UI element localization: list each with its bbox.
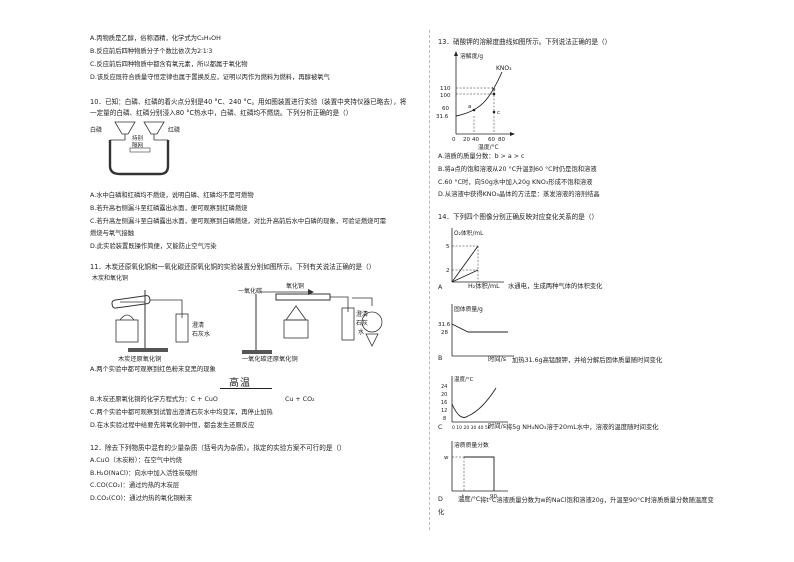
q14b-ytick-316: 31.6 bbox=[438, 322, 451, 328]
q13-option-c: C.60 °C时，向50g水中加入20g KNO₃形成不饱和溶液 bbox=[438, 179, 593, 186]
q13-ytick-316: 31.6 bbox=[436, 114, 449, 120]
q14b-graph: 固体质量/g 31.6 28 bbox=[438, 304, 514, 357]
q14d-graph: 溶质质量分数 w t 90 bbox=[444, 441, 508, 500]
q14c-letter: C bbox=[438, 424, 443, 431]
q13-xtick-80: 80 bbox=[498, 137, 505, 143]
q11-label-lime1b: 石灰水 bbox=[192, 330, 210, 338]
q14a-ylabel: O₂体积/mL bbox=[454, 229, 484, 237]
q9-option-c: C.反应前后四种物质中都含有氧元素，所以都属于氧化物 bbox=[90, 61, 248, 68]
q14c-xlabel: 时间/s bbox=[488, 423, 506, 430]
q9-option-b: B.反应前后四种物质分子个数比依次为2∶1∶3 bbox=[90, 48, 213, 55]
q11-label-cuo: 氧化铜 bbox=[286, 282, 304, 290]
q10-label-red: 红磷 bbox=[168, 126, 180, 134]
q11-label-lime2a: 澄清 bbox=[356, 310, 368, 318]
q13-xtick-60: 60 bbox=[488, 137, 495, 143]
q13-option-b: B.将a点的饱和溶液从20 °C升温到60 °C时仍是饱和溶液 bbox=[438, 166, 597, 173]
q13-ytick-110: 110 bbox=[440, 86, 451, 92]
q13-ylabel: 溶解度/g bbox=[460, 52, 483, 60]
q14d-xlabel: 温度/°C bbox=[458, 496, 481, 503]
q14a-letter: A bbox=[438, 284, 443, 291]
q14d-xtick-t: t bbox=[462, 494, 465, 500]
q14b-desc: 加热31.6g高锰酸钾，并给分解后固体质量随时间变化 bbox=[512, 357, 663, 364]
q13-point-c: c bbox=[497, 110, 500, 116]
q10-stem-line1: 10．已知：白磷、红磷的着火点分别是40 °C、240 °C。用如图装置进行实验… bbox=[90, 98, 407, 106]
q14c-ylabel: 温度/°C bbox=[454, 375, 474, 383]
q12-option-d: D.CO₂(CO)：通过灼热的氧化铜粉末 bbox=[90, 495, 193, 502]
q11-reaction-arrow bbox=[220, 388, 272, 389]
q13-xtick-0: 0 bbox=[452, 137, 456, 143]
q11-caption-2: 一氧化碳还原氧化铜 bbox=[242, 355, 298, 363]
q10-option-c-cont: 燃烧与氧气接触 bbox=[90, 230, 135, 237]
q13-ytick-60: 60 bbox=[442, 106, 449, 112]
q14d-ylabel: 溶质质量分数 bbox=[454, 441, 489, 449]
q14c-ytick-12: 12 bbox=[441, 408, 447, 414]
q14c-graph: 温度/°C 24 20 16 12 8 0 10 20 30 40 50 bbox=[441, 375, 508, 431]
q13-series-label: KNO₃ bbox=[496, 65, 512, 72]
q13-xtick-20: 20 bbox=[463, 137, 470, 143]
q11-label-lime2c: 水 bbox=[358, 328, 364, 336]
q13-stem: 13．硝酸钾的溶解度曲线如图所示。下列说法正确的是（） bbox=[438, 38, 612, 46]
q14c-ytick-20: 20 bbox=[441, 392, 447, 398]
q14a-xlabel: H₂体积/mL bbox=[468, 283, 500, 290]
q12-option-b: B.H₂O(NaCl)：向水中加入活性炭吸附 bbox=[90, 470, 198, 477]
q14-stem: 14．下列四个图像分别正确反映对应变化关系的是（） bbox=[438, 213, 599, 221]
q11-option-d: D.在水实验过程中给要先将氧化铜中恒，都会发生还原反应 bbox=[90, 422, 255, 429]
q14a-graph: O₂体积/mL 5 2 A bbox=[438, 228, 504, 291]
q11-stem: 11．木炭还原氧化铜和一氧化碳还原氧化铜的实验装置分别如图所示。下列有关说法正确… bbox=[90, 263, 376, 271]
q14a-ytick-2: 2 bbox=[446, 268, 450, 274]
q9-option-d: D.该反应既符合质量守恒定律也属于置换反应，证明以丙作为燃料为燃料，再醇被氧气 bbox=[90, 74, 330, 81]
q14c-xticks: 0 10 20 30 40 50 bbox=[452, 425, 491, 431]
q13-option-d: D.从溶液中获得KNO₃晶体的方法是：蒸发溶液的溶剂结晶 bbox=[438, 191, 600, 198]
column-divider bbox=[429, 30, 430, 530]
q11-label-co: 一氧化碳 bbox=[238, 287, 262, 295]
q14d-desc: 将t°C溶液质量分数为w的NaCl饱和溶液20g，升温至90°C时溶质质量分数随… bbox=[480, 497, 714, 504]
q14b-xlabel: 时间/s bbox=[488, 356, 506, 363]
q10-option-a: A.水中白磷和红磷均不燃烧，说明白磷、红磷均不是可燃物 bbox=[90, 192, 254, 199]
q14b-letter: B bbox=[438, 355, 443, 362]
q10-stem-line2: 一定量的白磷、红磷分别浸入80 °C热水中，白磷、红磷均不燃烧。下列分析正确的是… bbox=[90, 109, 353, 117]
q13-point-a: a bbox=[468, 104, 471, 110]
q11-label-lime1a: 澄清 bbox=[192, 321, 204, 329]
q14b-ytick-28: 28 bbox=[441, 330, 448, 336]
q11-option-b-left: B.木炭还原氧化铜的化学方程式为：C + CuO bbox=[90, 396, 218, 403]
q14a-desc: 水通电，生成两种气体的体积变化 bbox=[508, 283, 603, 290]
q13-option-a: A.溶质的质量分数：b > a > c bbox=[438, 153, 525, 160]
q11-figure: 木炭和氧化铜 澄清 石灰水 木炭还原氧化铜 一氧化碳 氧化铜 澄清 石灰 水 一… bbox=[92, 274, 383, 363]
q13-xtick-40: 40 bbox=[472, 137, 479, 143]
q14a-ytick-5: 5 bbox=[446, 244, 450, 250]
q13-ytick-100: 100 bbox=[440, 93, 451, 99]
q10-label-clamp1: 持别 bbox=[132, 134, 143, 142]
q14d-xtick-90: 90 bbox=[490, 494, 497, 500]
q14c-ytick-16: 16 bbox=[441, 400, 447, 406]
q11-option-b-right: Cu + CO₂ bbox=[285, 396, 315, 403]
q9-option-a: A.丙物质是乙醇，俗称酒精，化学式为C₂H₅OH bbox=[90, 35, 221, 42]
q10-option-c: C.若升高左侧漏斗至白磷露出水面，便可观察到白磷燃烧，对比升高前后水中白磷的现象… bbox=[90, 218, 387, 225]
q13-solubility-chart: 溶解度/g KNO₃ 110 100 60 31.6 0 20 40 60 80… bbox=[436, 51, 515, 151]
q12-option-c: C.CO(CO₂)：通过灼热的木炭层 bbox=[90, 482, 180, 489]
q10-option-d: D.此实验装置既操作简便，又能防止空气污染 bbox=[90, 243, 217, 250]
q10-figure: 白磷 红磷 持别 隔网 bbox=[90, 121, 180, 176]
q11-label-carbon: 木炭和氧化铜 bbox=[92, 274, 128, 282]
q12-option-a: A.CuO（木炭粉）：在空气中灼烧 bbox=[90, 457, 182, 464]
q10-label-clamp2: 隔网 bbox=[132, 141, 144, 149]
q14c-ytick-8: 8 bbox=[443, 416, 446, 422]
q13-xlabel: 温度/°C bbox=[478, 143, 499, 151]
q14d-desc-cont: 化 bbox=[438, 509, 445, 516]
q11-option-c: C.两个实验中都可观察到试管出澄清石灰水中均变浑，再停止加热 bbox=[90, 409, 273, 416]
q11-label-lime2b: 石灰 bbox=[356, 319, 368, 327]
q11-option-a: A.两个实验中都可观察到红色粉末变黑的现象 bbox=[90, 366, 216, 373]
q14d-letter: D bbox=[438, 496, 443, 503]
q10-option-b: B.若升高右侧漏斗至红磷露出水面，便可观察到红磷燃烧 bbox=[90, 205, 248, 212]
q11-condition-high-temp: 高温 bbox=[229, 378, 251, 389]
q14c-desc: 将5g NH₄NO₃溶于20mL水中，溶液的温度随时间变化 bbox=[506, 424, 659, 431]
q12-stem: 12．除去下列物质中混有的少量杂质（括号内为杂质）。拟定的实验方案不可行的是（） bbox=[90, 444, 346, 452]
q13-point-b: b bbox=[492, 87, 496, 93]
q14b-ylabel: 固体质量/g bbox=[454, 305, 483, 313]
q14d-ytick-w: w bbox=[444, 455, 449, 461]
q11-caption-1: 木炭还原氧化铜 bbox=[118, 355, 161, 363]
q14c-ytick-24: 24 bbox=[441, 384, 447, 390]
q10-label-white: 白磷 bbox=[90, 126, 102, 134]
